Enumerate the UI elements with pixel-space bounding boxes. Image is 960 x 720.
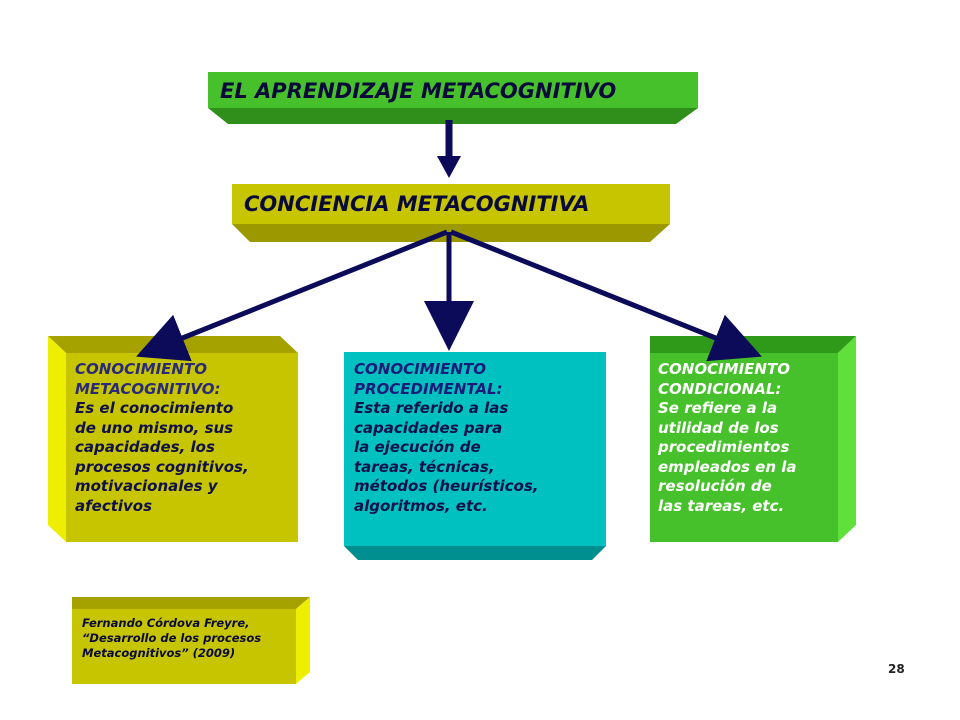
box-condicional-body: Se refiere a la utilidad de los procedim… xyxy=(658,399,797,515)
box-condicional-title: CONOCIMIENTO CONDICIONAL: xyxy=(658,360,790,398)
diagram-subtitle: CONCIENCIA METACOGNITIVA xyxy=(244,192,590,216)
arrow-to-metacognitivo xyxy=(136,229,448,362)
citation-box-top xyxy=(72,597,310,609)
box-procedimental-text: CONOCIMIENTO PROCEDIMENTAL: Esta referid… xyxy=(354,360,604,516)
title-block-bevel xyxy=(208,108,698,124)
citation-box xyxy=(72,597,310,684)
box-metacognitivo xyxy=(48,336,298,542)
subtitle-block-face xyxy=(232,184,670,224)
arrows xyxy=(136,120,762,362)
box-condicional-top xyxy=(650,336,856,353)
box-metacognitivo-text: CONOCIMIENTO METACOGNITIVO: Es el conoci… xyxy=(75,360,297,516)
box-procedimental-bevel xyxy=(344,546,606,560)
box-procedimental-face xyxy=(344,352,606,546)
title-block xyxy=(208,72,698,124)
box-metacognitivo-top xyxy=(48,336,298,353)
box-procedimental xyxy=(344,352,606,560)
arrow-to-condicional xyxy=(450,229,762,362)
box-metacognitivo-body: Es el conocimiento de uno mismo, sus cap… xyxy=(75,399,249,515)
box-condicional-text: CONOCIMIENTO CONDICIONAL: Se refiere a l… xyxy=(658,360,838,516)
box-condicional xyxy=(650,336,856,542)
box-procedimental-title: CONOCIMIENTO PROCEDIMENTAL: xyxy=(354,360,503,398)
arrow-title-to-subtitle xyxy=(437,120,461,178)
citation-box-face xyxy=(72,609,296,684)
box-metacognitivo-face xyxy=(66,353,298,542)
citation-box-side xyxy=(296,597,310,684)
box-metacognitivo-title: CONOCIMIENTO METACOGNITIVO: xyxy=(75,360,221,398)
box-metacognitivo-side xyxy=(48,336,66,542)
box-procedimental-body: Esta referido a las capacidades para la … xyxy=(354,399,539,515)
diagram-title: EL APRENDIZAJE METACOGNITIVO xyxy=(220,79,617,103)
citation-text: Fernando Córdova Freyre, “Desarrollo de … xyxy=(82,616,262,660)
box-condicional-side xyxy=(838,336,856,542)
page-number: 28 xyxy=(888,662,905,676)
box-condicional-face xyxy=(650,353,838,542)
title-block-face xyxy=(208,72,698,108)
